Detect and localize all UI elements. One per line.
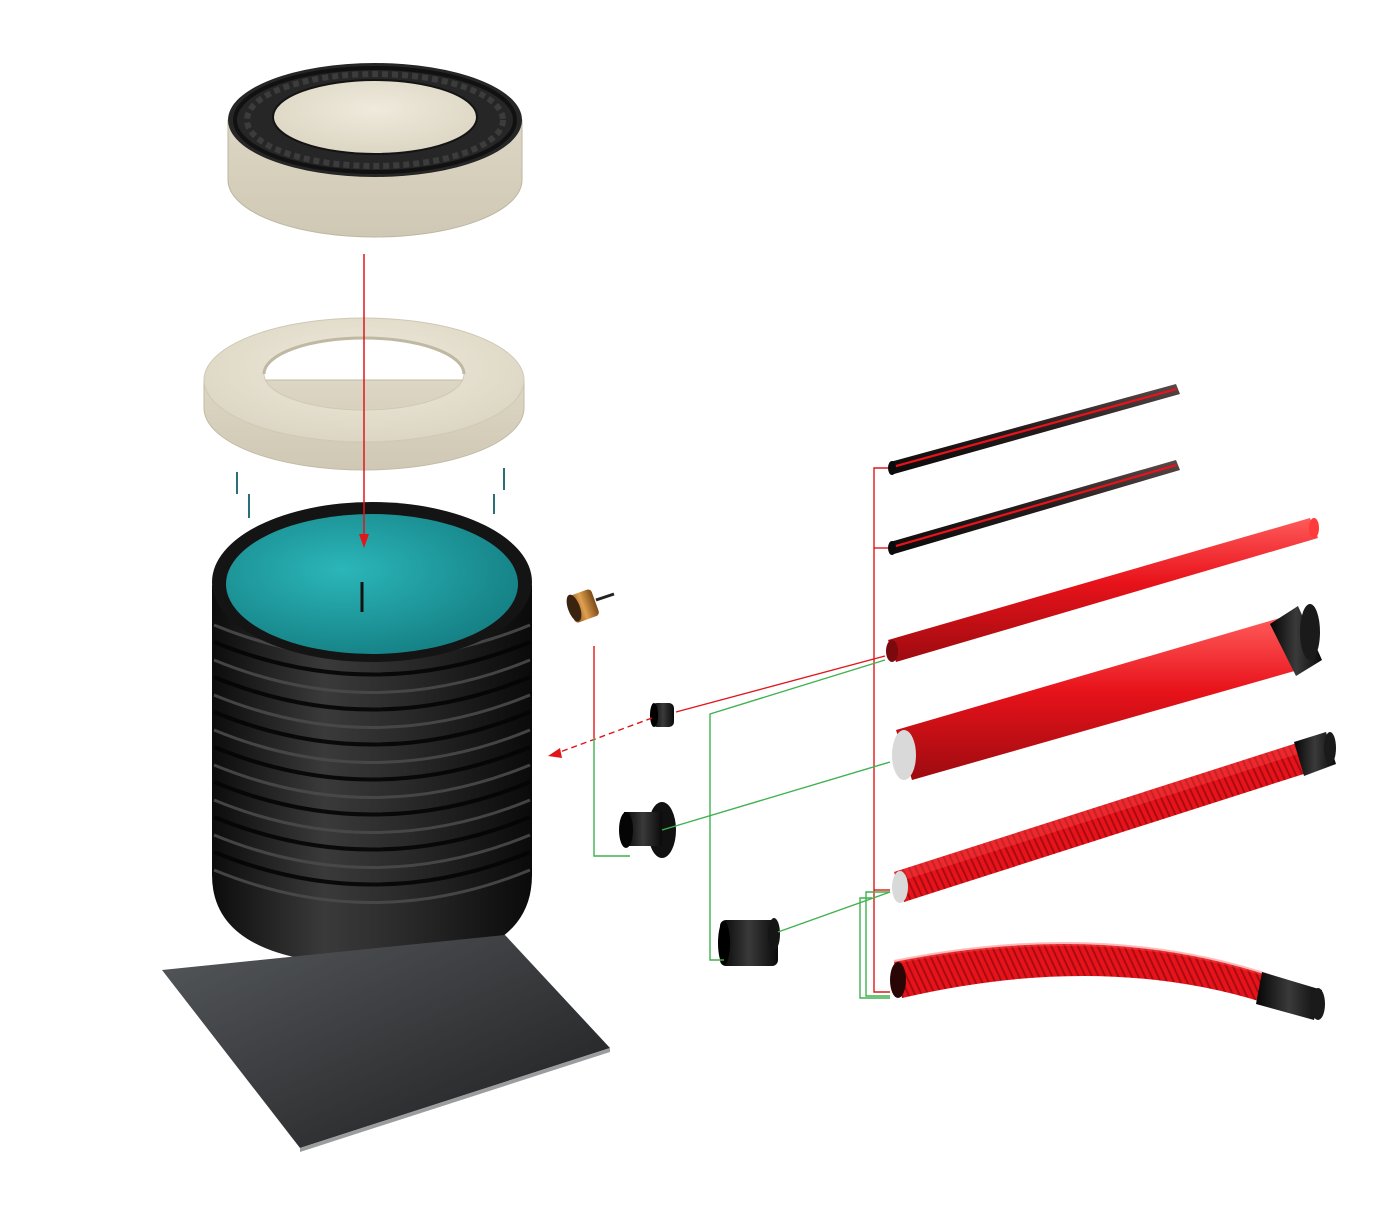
well-interior (226, 514, 518, 654)
manhole-hatch (227, 63, 523, 238)
connector-lines-red (548, 467, 890, 993)
hatch-insert (273, 80, 477, 154)
large-sleeve (619, 802, 676, 858)
microduct-1 (888, 384, 1180, 475)
smooth-pipe (892, 604, 1322, 780)
base-plate (162, 935, 610, 1152)
fixing-pins (236, 468, 505, 518)
corrugated-pipe (892, 732, 1336, 903)
small-seal (650, 703, 674, 727)
flexible-bend-pipe (890, 942, 1325, 1020)
protective-tube (886, 518, 1319, 662)
assembly-arrow-vertical (359, 254, 369, 548)
microduct-2 (888, 460, 1180, 555)
hole-saw (566, 589, 615, 623)
connector-lines-green (593, 659, 891, 999)
coupling (718, 918, 780, 966)
well-shaft (212, 502, 532, 965)
